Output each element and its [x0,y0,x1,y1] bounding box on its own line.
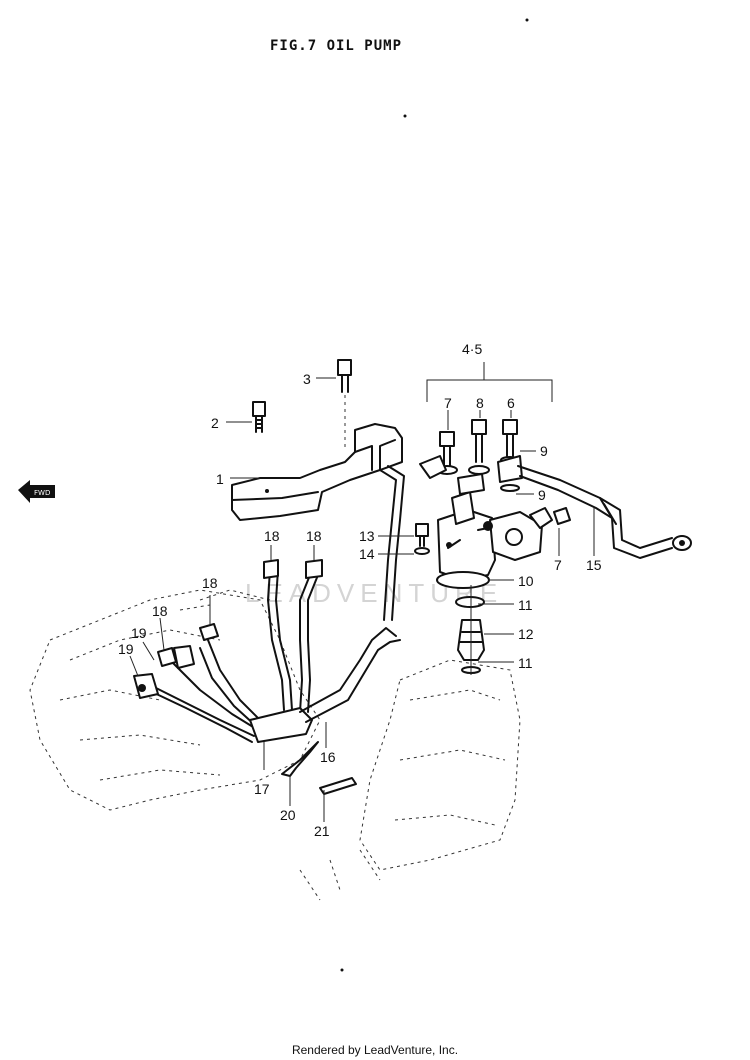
part-15-oil-hose [517,465,692,559]
callout-21: 21 [314,823,330,839]
callout-19b: 19 [118,641,134,657]
figure-title: FIG.7 OIL PUMP [270,38,403,54]
callout-14: 14 [359,546,375,562]
callout-18d: 18 [152,603,168,619]
part-3-bolt [337,359,352,450]
callout-7b: 7 [554,557,562,573]
callout-10: 10 [518,573,534,589]
callout-9a: 9 [540,443,548,459]
part-1-bracket [231,423,403,521]
callout-bracket-4-5 [426,362,553,402]
callout-12: 12 [518,626,534,642]
callout-20: 20 [280,807,296,823]
banjo-bolts [419,419,523,495]
callout-8: 8 [476,395,484,411]
callout-18a: 18 [264,528,280,544]
specks [340,18,529,972]
callout-11a: 11 [518,597,533,613]
part-18-19-fittings [133,559,323,699]
part-13-14-screw [414,523,430,555]
callout-labels: 1 2 3 4·5 6 7 8 9 9 10 11 12 11 13 14 7 … [118,341,602,839]
callout-7a: 7 [444,395,452,411]
callout-2: 2 [211,415,219,431]
part-7-plug [553,507,571,525]
footer-credit: Rendered by LeadVenture, Inc. [291,1043,459,1057]
leader-lines [129,377,595,822]
callout-1: 1 [216,471,224,487]
forward-arrow-label: FWD [34,489,50,497]
callout-16: 16 [320,749,336,765]
oil-lines [139,465,405,795]
callout-11b: 11 [518,655,533,671]
part-2-bolt [252,401,266,433]
engine-outline [29,589,521,901]
callout-18c: 18 [202,575,218,591]
forward-arrow-icon: FWD [18,480,55,503]
callout-6: 6 [507,395,515,411]
callout-15: 15 [586,557,602,573]
callout-18b: 18 [306,528,322,544]
callout-13: 13 [359,528,375,544]
callout-19a: 19 [131,625,147,641]
oil-pump-body [436,491,553,589]
callout-17: 17 [254,781,270,797]
callout-4-5: 4·5 [462,341,482,357]
callout-3: 3 [303,371,311,387]
callout-9b: 9 [538,487,546,503]
pump-drive-parts [455,585,485,675]
